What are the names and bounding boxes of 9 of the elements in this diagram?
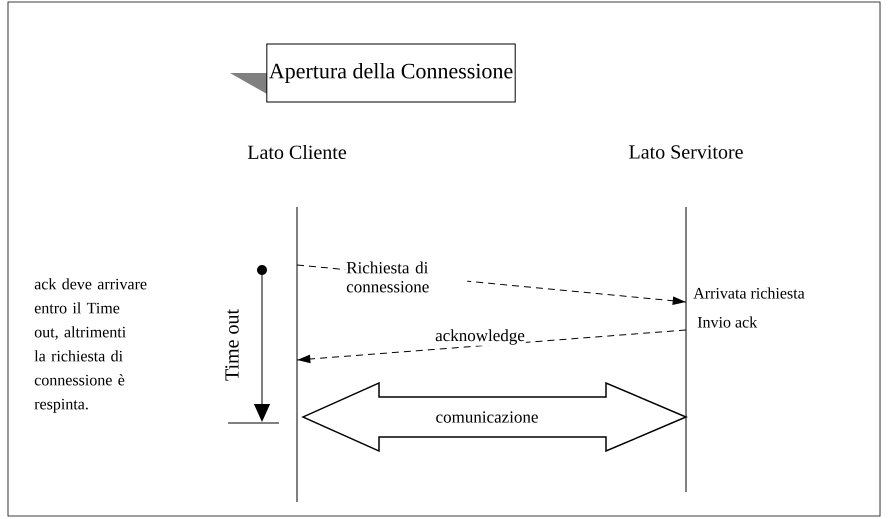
event-label: Arrivata richiesta — [693, 287, 804, 299]
edge-label: acknowledge — [434, 328, 526, 346]
lifeline: Lato Cliente — [248, 144, 346, 502]
edge-label: comunicazione — [434, 410, 540, 424]
arrow — [296, 330, 686, 364]
title-box: Apertura della Connessione — [230, 44, 516, 102]
event-label: Invio ack — [698, 316, 758, 328]
edge-label: Richiesta di connessione — [345, 260, 468, 294]
note-text: ack deve arrivare entro il Time out, altrimenti la richiesta di connessione è respinta. — [34, 278, 146, 413]
